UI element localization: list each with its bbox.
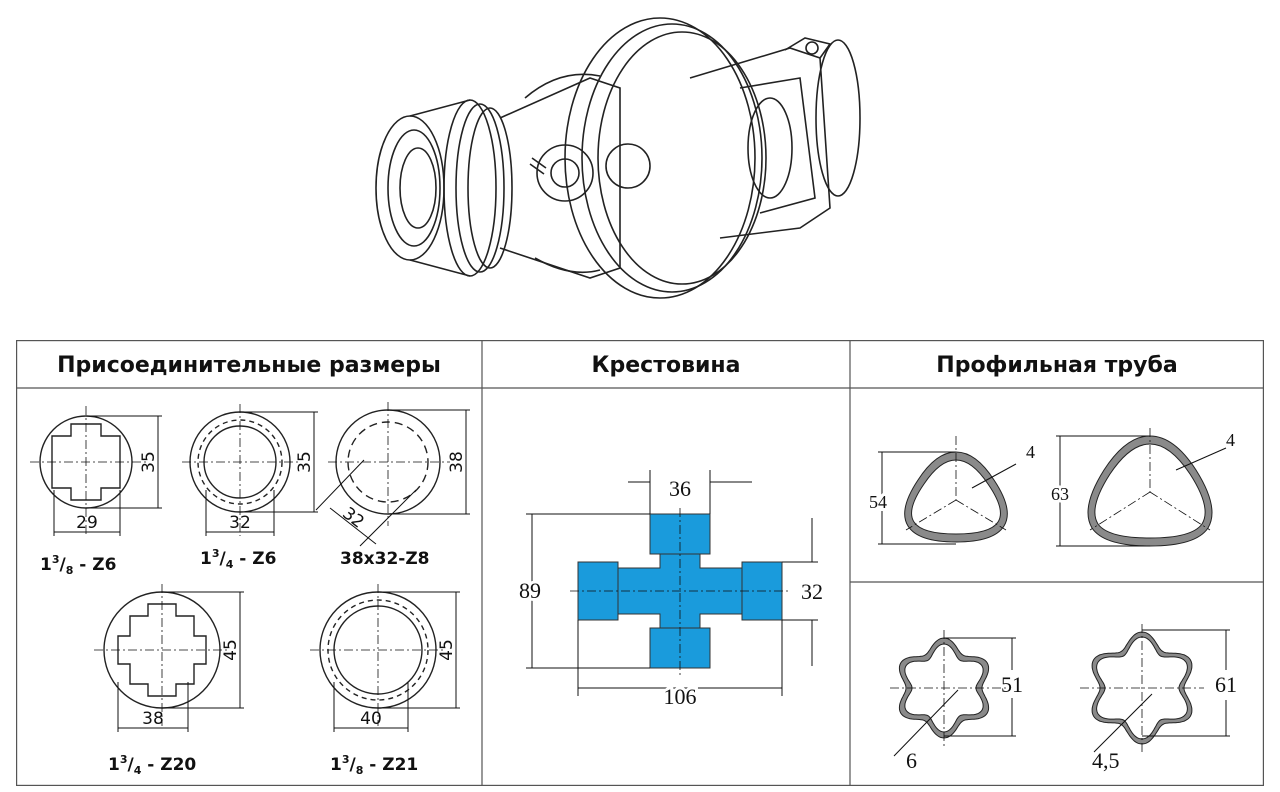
spline-1-width: 29 (76, 513, 98, 533)
cross-dim-bottom: 106 (664, 684, 697, 709)
star-large-height: 61 (1215, 672, 1237, 697)
spline-1-caption: 13/8 - Z6 (40, 553, 116, 577)
spline-profile-4: 45 38 13/4 - Z20 (94, 584, 244, 777)
triangle-small-height: 54 (869, 492, 887, 512)
spline-profile-3: 38 32 38x32-Z8 (315, 402, 470, 569)
triangle-tube-small: 54 4 (866, 436, 1035, 545)
spline-2-height: 35 (295, 451, 315, 473)
specification-table: Присоединительные размеры Крестовина Про… (16, 340, 1264, 786)
cross-dim-top: 36 (669, 476, 691, 501)
header-cross: Крестовина (592, 353, 741, 378)
spline-1-height: 35 (139, 451, 159, 473)
triangle-small-wall: 4 (1026, 442, 1035, 462)
header-connection-sizes: Присоединительные размеры (57, 353, 441, 378)
cross-dim-left: 89 (519, 578, 541, 603)
pto-shaft-drawing (375, 17, 861, 299)
star-small-wall: 6 (906, 748, 917, 773)
spline-3-caption: 38x32-Z8 (340, 549, 430, 569)
spline-4-height: 45 (221, 639, 241, 661)
star-tube-large: 61 4,5 (1080, 624, 1237, 773)
star-small-height: 51 (1001, 672, 1023, 697)
spline-3-height: 38 (447, 451, 467, 473)
spline-2-width: 32 (229, 513, 251, 533)
spline-profile-5: 45 40 13/8 - Z21 (310, 584, 460, 777)
spline-2-caption: 13/4 - Z6 (200, 547, 276, 571)
triangle-tube-large: 63 4 (1048, 428, 1235, 547)
triangle-large-wall: 4 (1226, 430, 1235, 450)
cross-drawing: 36 89 32 106 (516, 470, 823, 712)
header-profile-tube: Профильная труба (936, 353, 1177, 378)
spline-5-caption: 13/8 - Z21 (330, 753, 418, 777)
spline-4-width: 38 (142, 709, 164, 729)
spline-5-width: 40 (360, 709, 382, 729)
spline-profile-2: 35 32 13/4 - Z6 (182, 404, 318, 571)
spline-5-height: 45 (437, 639, 457, 661)
cross-dim-right: 32 (801, 579, 823, 604)
star-tube-small: 51 6 (890, 630, 1023, 773)
triangle-large-height: 63 (1051, 484, 1069, 504)
spline-4-caption: 13/4 - Z20 (108, 753, 196, 777)
table-grid (16, 340, 1264, 786)
spline-profile-1: 35 29 13/8 - Z6 (30, 406, 162, 577)
star-large-wall: 4,5 (1092, 748, 1120, 773)
